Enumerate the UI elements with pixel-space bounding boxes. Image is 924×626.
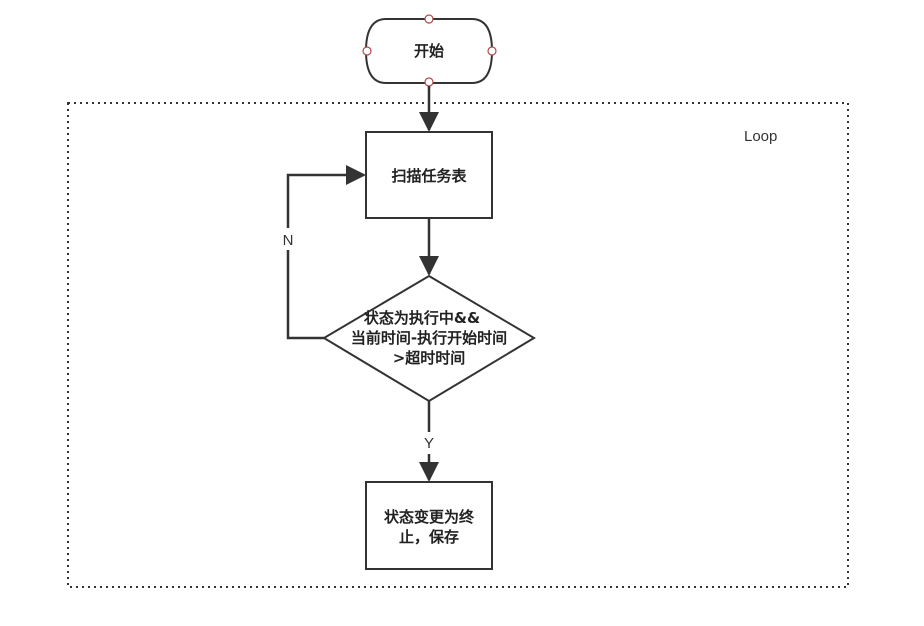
yes-label-bg [419, 432, 439, 454]
edge-decision-no-loop[interactable] [286, 165, 366, 340]
no-label: N [283, 232, 294, 249]
decision-line-1: 状态为执行中&& [364, 309, 480, 327]
connection-handle-bottom[interactable] [424, 77, 434, 87]
scan-label: 扫描任务表 [391, 167, 467, 185]
terminate-save-node[interactable]: 状态变更为终 止，保存 [365, 481, 493, 570]
connection-handle-top[interactable] [424, 14, 434, 24]
terminate-line-2: 止，保存 [399, 528, 459, 546]
connection-handle-left[interactable] [362, 46, 372, 56]
decision-line-2: 当前时间-执行开始时间 [351, 329, 507, 347]
timeout-decision-node[interactable]: 状态为执行中&& 当前时间-执行开始时间 >超时时间 [322, 274, 536, 403]
terminate-line-1: 状态变更为终 [384, 508, 475, 526]
loop-frame [67, 102, 849, 588]
connection-handle-right[interactable] [487, 46, 497, 56]
no-label-bg [278, 228, 298, 250]
start-label: 开始 [414, 42, 444, 60]
scan-task-table-node[interactable]: 扫描任务表 [365, 131, 493, 219]
loop-label: Loop [744, 128, 777, 145]
start-node[interactable]: 开始 [362, 14, 497, 87]
yes-label: Y [424, 435, 434, 452]
decision-line-3: >超时时间 [393, 349, 466, 367]
